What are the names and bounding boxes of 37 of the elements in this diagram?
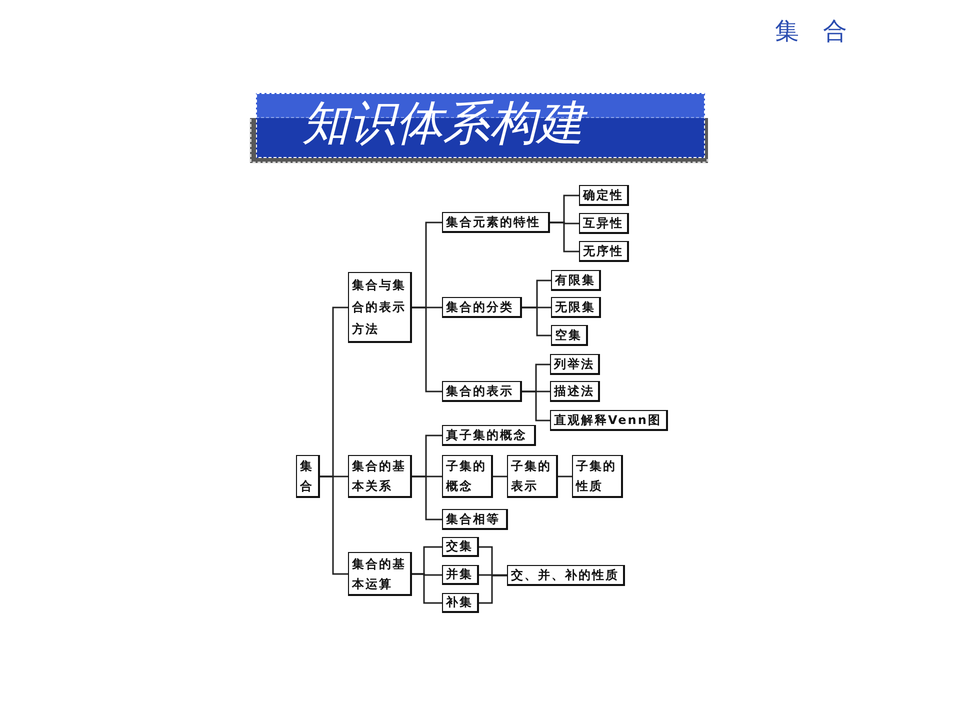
header-text: 集合 (775, 16, 847, 46)
connector-line (493, 476, 507, 478)
concept-box: 补集 (442, 593, 479, 613)
concept-box: 交集 (442, 537, 479, 557)
concept-box: 集合元素的特性 (442, 212, 550, 233)
connector-line (550, 222, 579, 252)
concept-box: 集合的分类 (442, 297, 522, 318)
concept-box: 无序性 (579, 241, 629, 262)
connector-line (558, 476, 572, 478)
concept-box: 直观解释Venn图 (550, 410, 668, 431)
concept-box: 子集的性质 (572, 455, 623, 498)
connector-line (479, 574, 507, 604)
concept-box: 描述法 (550, 381, 600, 402)
connector-line (479, 574, 507, 576)
connector-line (412, 306, 442, 392)
connector-line (412, 476, 442, 520)
concept-box: 集合相等 (442, 509, 508, 530)
concept-box: 互异性 (579, 213, 629, 234)
connector-line (522, 390, 550, 422)
concept-box: 并集 (442, 565, 479, 585)
concept-box: 空集 (551, 325, 588, 346)
concept-box: 列举法 (550, 354, 600, 375)
concept-box: 真子集的概念 (442, 425, 536, 446)
concept-box: 集合的基本运算 (348, 552, 412, 596)
concept-box: 子集的表示 (507, 455, 558, 498)
concept-box: 子集的概念 (442, 455, 493, 498)
connector-line (412, 573, 442, 604)
connector-line (522, 306, 551, 336)
concept-box: 集合的基本关系 (348, 455, 412, 498)
concept-box: 交、并、补的性质 (507, 565, 625, 586)
concept-box: 集合与集合的表示方法 (348, 272, 412, 343)
connector-line (320, 476, 348, 575)
concept-box: 无限集 (551, 297, 601, 318)
concept-box: 确定性 (579, 185, 629, 206)
concept-box: 有限集 (551, 270, 601, 291)
concept-box: 集合 (296, 455, 320, 498)
concept-box: 集合的表示 (442, 381, 522, 402)
